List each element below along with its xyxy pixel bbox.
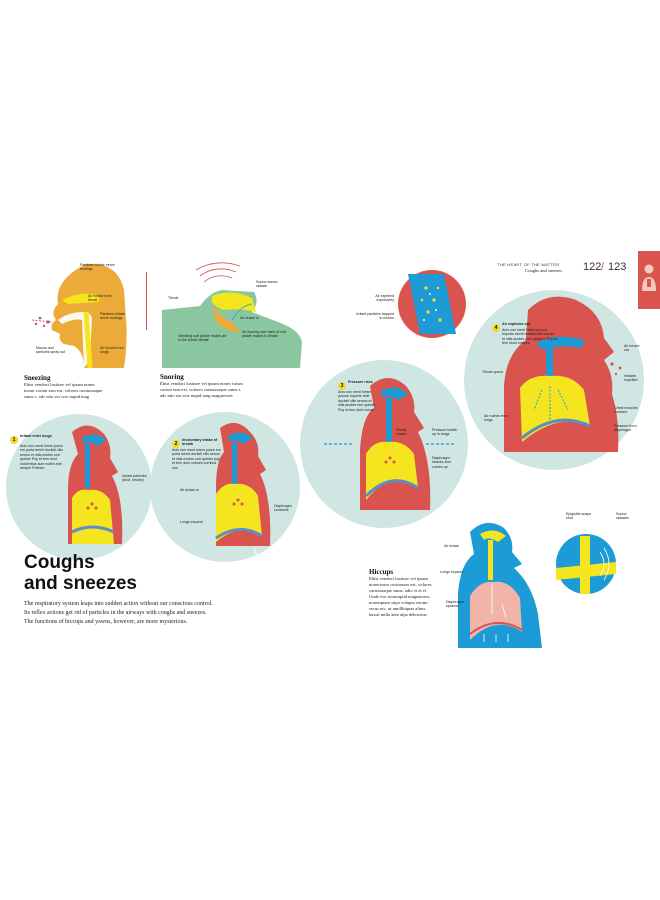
epiglottis-zoom	[556, 534, 616, 594]
page-number-left: 122	[583, 261, 602, 273]
snoring-heading: Snoring	[160, 373, 184, 381]
sneezing-text-3: sums s. adc ntio ess scie nupid mag	[24, 394, 90, 399]
label-throat: Throat	[168, 296, 179, 300]
intro-line-3: The functions of hiccups and yawns, howe…	[24, 619, 188, 625]
hiccups-text-2: nonectusm corionssm ext, volores	[369, 582, 432, 587]
step-3-title: Pressure rises	[348, 380, 373, 384]
step-badge-4: 4	[492, 324, 500, 332]
hiccups-heading: Hiccups	[369, 568, 394, 576]
step-2-lungs: Lungs expand	[180, 520, 203, 524]
step-2-diaphragm: Diaphragm contracts	[274, 504, 292, 513]
hiccups-text-7: bassit milla ante alpa delestrius.	[369, 612, 428, 617]
page-title: Coughs and sneezes	[24, 552, 137, 594]
step-3-text: Anis non ment Nesm porcus imports dmit d…	[338, 390, 376, 412]
step-4-rushes: Air rushes from lungs	[484, 414, 509, 423]
page-title-line-2: and sneezes	[24, 573, 137, 594]
step-2-text: Anis non ment lorem porcs em porta demit…	[172, 448, 221, 470]
topic-label: Coughs and sneezes	[525, 268, 562, 273]
step-2-air-in: Air drawn in	[180, 488, 199, 492]
hiccups-air-drawn: Air drawn	[444, 544, 460, 548]
step-4-out: Air forced out	[624, 344, 640, 353]
hiccups-text-6: secus ntc, ut amillbiquas alitus	[369, 606, 426, 611]
step-3-relax: Diaphragm relaxes and curves up	[432, 456, 451, 469]
step-badge-2: 2	[172, 440, 180, 448]
step-2-title: Involuntary intake of breath	[182, 438, 218, 447]
step-1-irritant: Irritant particles (dust, smoke)	[122, 474, 147, 483]
snoring-illustration: Sound waves radiate Throat Air drawn in …	[160, 262, 305, 372]
step-3-closed: Throat closed	[396, 428, 407, 437]
cough-step-1: 1 Irritant enter lungs Anis non ment lor…	[6, 414, 152, 560]
intro-text: The respiratory system leaps into sudden…	[24, 600, 334, 627]
step-4-text: Anis non ment Nesm porcus imports demit …	[502, 328, 557, 346]
snoring-text-1: Ehist venduci lustiure vel ipsam nonec t…	[160, 381, 243, 386]
sneezing-illustration: Particles irritate nerve endings Air for…	[28, 260, 140, 375]
hiccups-text-3: carstassaque sums. adio et et et	[369, 588, 427, 593]
hiccups-illustration	[440, 514, 550, 648]
snoring-text-3: adc ntio ess scie nupid mag maguresses	[160, 393, 233, 398]
step-badge-1: 1	[10, 436, 18, 444]
hiccups-epiglottis: Epiglottis snaps shut	[566, 512, 592, 521]
label-air-forced-throat: Air forced from throat	[88, 294, 112, 303]
intro-line-1: The respiratory system leaps into sudden…	[24, 601, 213, 607]
header: THE HEART OF THE MATTER Coughs and sneez…	[497, 258, 635, 278]
hiccups-text-1: Ehist venduci lustiure vel ipsam	[369, 576, 428, 581]
hiccups-text-5: nonsequam sitpa volupta verum	[369, 600, 428, 605]
column-divider	[146, 272, 147, 330]
sneezing-heading: Sneezing	[24, 374, 51, 382]
label-air-forced-lungs: Air forced from lungs	[100, 346, 124, 355]
page-slash: /	[601, 261, 605, 273]
cough-step-4: 4 Air explodes out Anis non ment Nesm po…	[464, 290, 644, 470]
zoom-expelled-label: Air expelled explosively	[375, 294, 394, 303]
section-label: THE HEART OF THE MATTER	[497, 262, 560, 267]
page-title-line-1: Coughs	[24, 552, 95, 573]
step-4-expelled: Irritants expelled	[624, 374, 638, 383]
step-4-chest: Chest muscles contract	[614, 406, 638, 415]
step-3-pressure: Pressure builds up in lungs	[432, 428, 457, 437]
hiccups-text-4: Unde eve seruntquid magnatores,	[369, 594, 431, 599]
page-number-right: 123	[608, 261, 627, 273]
label-particles-irritate: Particles irritate nerve endings	[80, 263, 115, 272]
cough-step-2: 2 Involuntary intake of breath Anis non …	[150, 412, 300, 562]
label-air-flowing: Air flowing over back of soft palate mak…	[242, 330, 286, 339]
sneezing-text-1: Ehist venduci lustiure vel ipsam nonec	[24, 382, 96, 387]
step-4-pressure-diaph: Pressure from diaphragm	[614, 424, 637, 433]
sneezing-text-2: tursm corion ssm ext, volores carstassaq…	[24, 388, 103, 393]
cough-step-3: 3 Pressure rises Anis non ment Nesm porc…	[300, 360, 468, 528]
label-mucus-particles: Mucus and particles spray out	[36, 346, 66, 355]
hiccups-lungs-expand: Lungs expand	[440, 570, 463, 574]
step-4-title: Air explodes out	[502, 322, 531, 326]
snoring-text-2: corion ssm ext, volores carstassaque sum…	[160, 387, 242, 392]
step-1-text: Anis non ment lorem porcs em porta demit…	[20, 444, 63, 471]
step-badge-3: 3	[338, 382, 346, 390]
chapter-tab-icon	[638, 251, 660, 309]
hiccups-diaphragm: Diaphragm spasms	[446, 600, 464, 609]
airway-zoom	[398, 270, 466, 338]
label-particles-irritate-2: Particles irritate nerve endings	[100, 312, 125, 321]
zoom-trapped-label: Irritant particles trapped in mucus	[356, 312, 394, 321]
step-1-title: Irritant enter lungs	[20, 434, 52, 438]
step-4-opens: Throat opens	[482, 370, 504, 374]
hiccups-sound: Sound radiates	[616, 512, 629, 521]
label-air-drawn-in: Air drawn in	[240, 316, 259, 320]
intro-line-2: Its reflex actions get rid of particles …	[24, 610, 207, 616]
label-sound-waves: Sound waves radiate	[256, 280, 278, 289]
label-vibrating-palate: Vibrating soft palate makes air in the t…	[178, 334, 227, 343]
